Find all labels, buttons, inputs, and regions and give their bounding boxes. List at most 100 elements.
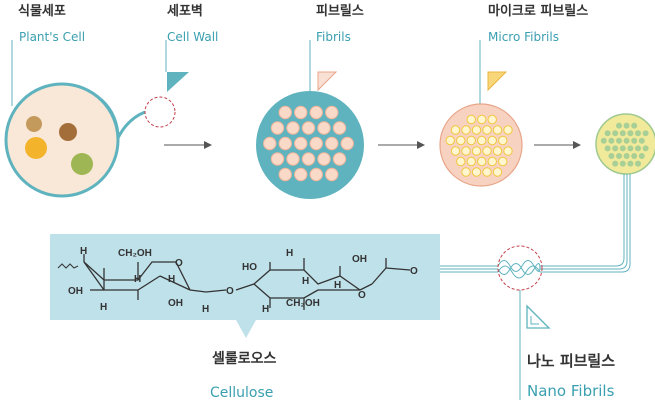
nano-fibril	[627, 160, 634, 167]
fibril-bundle	[294, 105, 308, 120]
micro-fibril	[461, 146, 471, 156]
cellulose-label-ko: 셀룰로오스	[212, 351, 277, 367]
nano-fibril	[627, 145, 634, 152]
atom-label: O	[358, 290, 366, 301]
micro-fibril	[487, 135, 497, 146]
nano-fibril	[642, 130, 649, 137]
micro-fibrils-label-en: Micro Fibrils	[488, 30, 559, 44]
atom-label: H	[100, 302, 107, 313]
atom-label: H	[302, 276, 309, 287]
micro-fibril	[482, 146, 492, 156]
nano-fibril	[631, 137, 638, 144]
atom-label: O	[226, 286, 234, 297]
fibril-bundle	[317, 121, 331, 135]
micro-fibril	[450, 125, 461, 135]
nano-fibril	[600, 137, 607, 144]
nano-fibril	[604, 145, 611, 152]
micro-fibril	[471, 146, 482, 156]
cell-wall-label-ko: 세포벽	[167, 4, 203, 19]
micro-fibril	[471, 167, 482, 177]
nano-fibril	[627, 130, 634, 137]
fibrils-label-ko: 피브릴스	[316, 4, 364, 19]
fibril-bundle	[270, 121, 285, 135]
plant-cell-figure	[4, 82, 146, 198]
nano-fibrils-label-ko: 나노 피브릴스	[527, 352, 616, 370]
nano-zoom-circle	[497, 245, 543, 291]
nano-fibril	[608, 153, 615, 159]
fibril-bundle	[301, 121, 316, 135]
atom-label: O	[175, 258, 183, 269]
micro-fibril	[503, 125, 513, 135]
fibril-bundle	[332, 152, 347, 166]
fibrils-label-en: Fibrils	[316, 30, 351, 44]
micro-fibril	[503, 146, 513, 156]
micro-fibril	[492, 146, 503, 156]
atom-label: CH₂OH	[118, 248, 152, 259]
fibril-bundle	[278, 167, 292, 182]
nano-fibril	[638, 153, 645, 159]
fibril-strands	[425, 174, 631, 273]
micro-fibril	[477, 135, 487, 146]
nano-fibril	[619, 160, 626, 167]
micro-fibril	[466, 135, 476, 146]
micro-fibril	[477, 156, 487, 167]
cell-wall-zoom-circle	[144, 96, 176, 128]
fibril-bundle	[301, 152, 316, 166]
atom-label: OH	[168, 298, 183, 309]
atom-label: H	[134, 274, 141, 285]
nano-fibril	[642, 145, 649, 152]
atom-label: H	[202, 304, 209, 315]
fibril-bundle	[325, 105, 339, 120]
cell-wall-label-en: Cell Wall	[167, 30, 219, 44]
organelle	[25, 137, 47, 159]
fibril-bundle	[294, 167, 308, 182]
fibril-bundle	[332, 121, 347, 135]
micro-fibril	[487, 114, 497, 125]
atom-label: H	[80, 246, 87, 257]
nano-fibril	[608, 137, 615, 144]
nano-wave	[497, 260, 541, 279]
organelle	[26, 116, 42, 132]
micro-fibrils-label-ko: 마이크로 피브릴스	[488, 4, 589, 19]
micro-fibril	[461, 167, 471, 177]
micro-fibril	[461, 125, 471, 135]
fibril-bundle	[309, 105, 323, 120]
nano-fibril	[612, 130, 619, 137]
fibrils-triangle	[317, 71, 338, 92]
fibril-bundle	[325, 136, 339, 151]
nano-fibril	[631, 122, 638, 129]
nano-fibril	[623, 122, 630, 129]
fibril-bundle	[325, 167, 339, 182]
fibril-bundle	[278, 136, 292, 151]
atom-label: OH	[68, 286, 83, 297]
nano-fibril	[604, 130, 611, 137]
nano-fibril	[616, 137, 622, 144]
micro-fibril	[498, 156, 508, 167]
fibril-bundle	[317, 152, 331, 166]
nano-fibrils-figure	[595, 113, 655, 175]
nano-fibril	[619, 145, 626, 152]
organelle	[59, 123, 77, 141]
micro-fibril	[498, 135, 508, 146]
micro-fibrils-triangle	[487, 71, 508, 92]
atom-labels: H CH₂OH O H H OH OH H H O HO H H OH H O …	[68, 246, 418, 315]
micro-fibril	[445, 135, 455, 146]
cellulose-label-en: Cellulose	[210, 385, 274, 401]
atom-label: H	[286, 248, 293, 259]
fibril-bundle	[263, 136, 277, 151]
atom-label: HO	[242, 262, 257, 273]
micro-fibril	[482, 167, 492, 177]
nano-fibril	[631, 153, 638, 159]
micro-fibrils-figure	[439, 103, 523, 187]
micro-fibril	[466, 156, 476, 167]
fibril-bundle	[286, 121, 300, 135]
nano-fibril	[635, 160, 641, 167]
nano-fibril	[635, 130, 641, 137]
micro-fibril	[482, 125, 492, 135]
nano-fibril	[623, 137, 630, 144]
micro-fibril	[492, 125, 503, 135]
atom-label: H	[334, 280, 341, 291]
plant-cell-label-ko: 식물세포	[18, 4, 66, 19]
